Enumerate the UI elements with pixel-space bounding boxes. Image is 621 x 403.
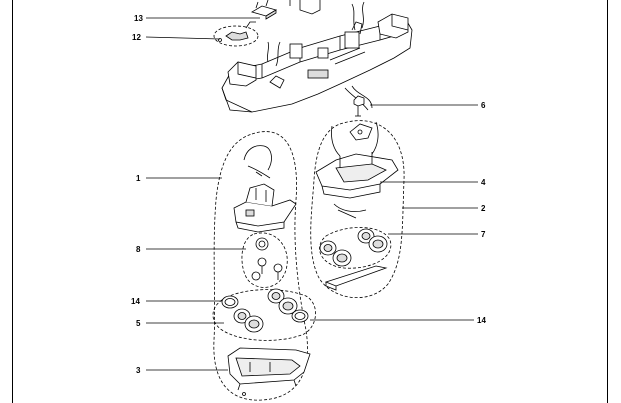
- motor-bracket: [233, 183, 297, 233]
- gear-cluster: [251, 237, 283, 281]
- callout-2: 2: [481, 204, 486, 213]
- group-8-outline: [241, 232, 288, 288]
- callout-14-right: 14: [477, 316, 486, 325]
- part-6-pivot: [353, 95, 365, 117]
- page-border-left: [12, 0, 13, 403]
- page-border-right: [607, 0, 608, 403]
- group-1-wires: [243, 145, 272, 179]
- callout-13: 13: [134, 14, 143, 23]
- group-7-outline: [319, 227, 392, 269]
- group-2-outline: [310, 120, 405, 298]
- callout-8: 8: [136, 245, 141, 254]
- callout-4: 4: [481, 178, 486, 187]
- callout-1: 1: [136, 174, 141, 183]
- part-13-board: [251, 0, 277, 20]
- part-4-truck: [315, 121, 399, 219]
- wheelset-left: [221, 288, 309, 333]
- part-12-group: [213, 21, 259, 47]
- callout-7: 7: [481, 230, 486, 239]
- wheelset-right: [319, 228, 388, 267]
- callout-14-left: 14: [131, 297, 140, 306]
- group-1-outline: [213, 131, 308, 401]
- bottom-plate: [324, 265, 388, 291]
- callout-5: 5: [136, 319, 141, 328]
- part-3-frame: [227, 347, 311, 396]
- leader-lines: [145, 17, 478, 371]
- chassis-frame: [221, 0, 413, 113]
- callout-6: 6: [481, 101, 486, 110]
- group-5-outline: [212, 289, 316, 341]
- callout-3: 3: [136, 366, 141, 375]
- callout-12: 12: [132, 33, 141, 42]
